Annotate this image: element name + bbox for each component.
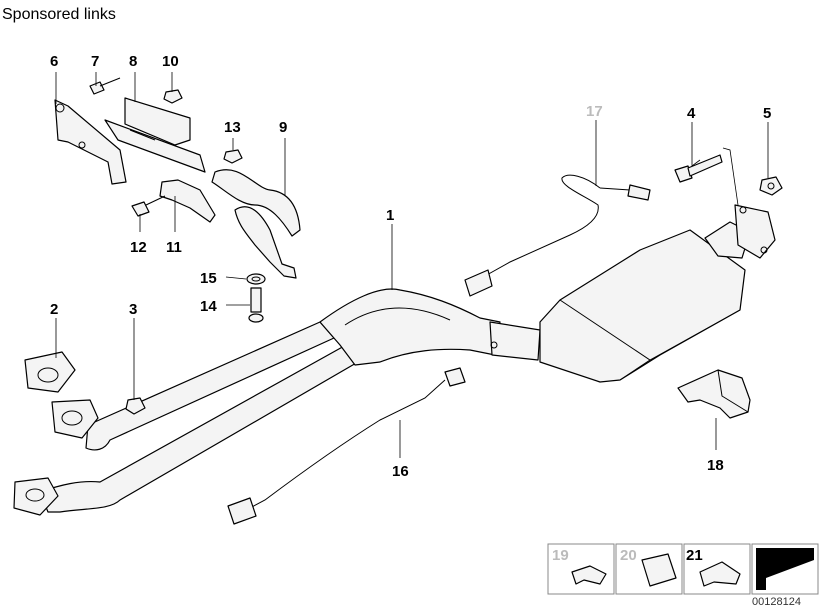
exhaust-pipe-1[interactable]: [39, 204, 776, 513]
label-2[interactable]: 2: [50, 301, 58, 318]
hanger-icon: [699, 561, 741, 587]
bracket-11[interactable]: [159, 179, 216, 223]
bolt-14[interactable]: [248, 287, 264, 323]
label-12[interactable]: 12: [130, 239, 147, 256]
label-13[interactable]: 13: [224, 119, 241, 136]
bolt-4[interactable]: [674, 154, 723, 183]
label-6[interactable]: 6: [50, 53, 58, 70]
bracket-8[interactable]: [104, 97, 206, 173]
label-10[interactable]: 10: [162, 53, 179, 70]
bolt-7[interactable]: [89, 77, 121, 95]
related-parts-strip: 19 20 21: [547, 543, 819, 595]
label-3[interactable]: 3: [129, 301, 137, 318]
nut-3[interactable]: [125, 397, 146, 415]
nut-13[interactable]: [223, 149, 243, 164]
arrow-icon: [756, 548, 814, 590]
label-1[interactable]: 1: [386, 207, 394, 224]
bracket-18[interactable]: [677, 369, 751, 419]
label-5[interactable]: 5: [763, 105, 771, 122]
part-labels: 6 7 8 10 13 9 12 11 15 14 1 2 3 17 4 5 1…: [50, 53, 771, 480]
label-14[interactable]: 14: [200, 298, 217, 315]
sponsored-links-link[interactable]: Sponsored links: [2, 6, 116, 23]
thumb-label-20: 20: [620, 547, 637, 564]
label-15[interactable]: 15: [200, 270, 217, 287]
gasket-2[interactable]: [13, 351, 99, 516]
label-9[interactable]: 9: [279, 119, 287, 136]
oxygen-sensor-16[interactable]: [227, 367, 466, 525]
label-16[interactable]: 16: [392, 463, 409, 480]
label-7[interactable]: 7: [91, 53, 99, 70]
thumb-label-21: 21: [686, 547, 703, 564]
arrow-line: [769, 564, 807, 586]
clamp-icon: [641, 553, 677, 587]
clip-icon: [571, 565, 607, 585]
nut-5[interactable]: [759, 176, 783, 196]
label-17[interactable]: 17: [586, 103, 603, 120]
label-11[interactable]: 11: [166, 239, 182, 256]
bracket-6[interactable]: [54, 99, 127, 185]
thumb-label-19: 19: [552, 547, 569, 564]
leader-lines: [55, 72, 769, 458]
clamp-9[interactable]: [211, 169, 301, 279]
bolt-12[interactable]: [131, 195, 166, 217]
diagram-code: 00128124: [752, 596, 801, 608]
nut-10[interactable]: [163, 89, 183, 104]
label-4[interactable]: 4: [687, 105, 696, 122]
oxygen-sensor-17[interactable]: [464, 174, 651, 297]
label-8[interactable]: 8: [129, 53, 137, 70]
label-18[interactable]: 18: [707, 457, 724, 474]
washer-15[interactable]: [246, 273, 266, 285]
